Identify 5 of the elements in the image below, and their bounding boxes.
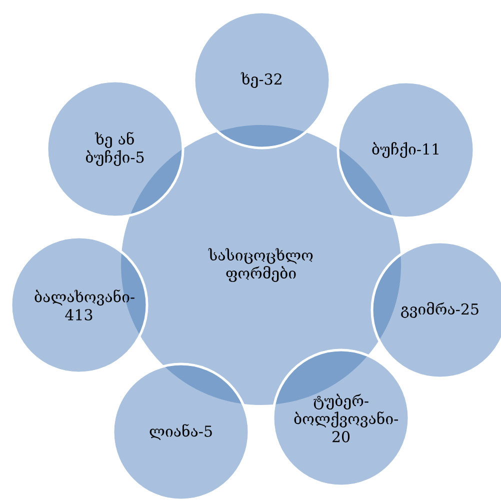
node-label: სასიცოცხლო ფორმები [208, 248, 313, 282]
node-label: გვიმრა-25 [401, 302, 478, 318]
node-label: ლიანა-5 [150, 424, 212, 440]
node-label: ბოლქვოვანი-20 [294, 412, 398, 442]
node-label: ხე-32 [240, 72, 282, 88]
